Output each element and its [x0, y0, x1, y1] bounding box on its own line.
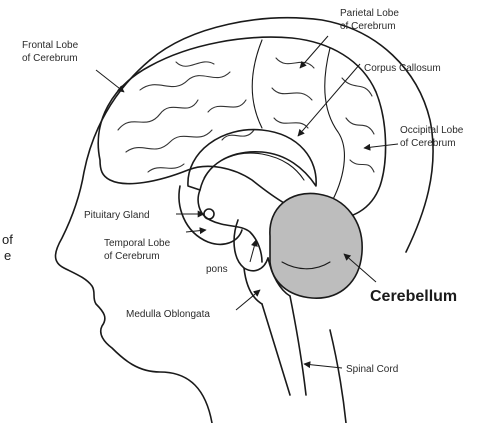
cerebrum [98, 37, 385, 219]
label-occipital-of-cerebrum: of Cerebrum [400, 138, 456, 149]
label-spinal-cord: Spinal Cord [346, 364, 398, 375]
label-parietal-lobe: Parietal Lobe [340, 8, 399, 19]
pituitary-gland [204, 209, 214, 219]
midbrain [198, 190, 262, 262]
label-parietal-of-cerebrum: of Cerebrum [340, 21, 396, 32]
label-frontal-of-cerebrum: of Cerebrum [22, 53, 78, 64]
label-occipital-lobe: Occipital Lobe [400, 125, 464, 136]
parietal-occipital-division [325, 48, 345, 205]
label-pituitary-gland: Pituitary Gland [84, 210, 150, 221]
label-temporal-lobe: Temporal Lobe [104, 238, 171, 249]
neck-back [330, 330, 346, 423]
label-pons: pons [206, 264, 228, 275]
label-medulla-oblongata: Medulla Oblongata [126, 309, 210, 320]
temporal-lobe [179, 186, 242, 244]
brain-folds [118, 58, 374, 172]
edge-text-fragment-1: of [2, 232, 13, 247]
edge-text-fragment-2: e [4, 248, 11, 263]
cerebellum-shape [270, 193, 362, 298]
central-sulcus [252, 40, 262, 128]
label-temporal-of-cerebrum: of Cerebrum [104, 251, 160, 262]
label-frontal-lobe: Frontal Lobe [22, 40, 79, 51]
label-cerebellum: Cerebellum [370, 288, 457, 305]
spinal-cord-left [262, 304, 290, 395]
label-corpus-callosum: Corpus Callosum [364, 63, 441, 74]
spinal-cord-right [290, 296, 306, 395]
